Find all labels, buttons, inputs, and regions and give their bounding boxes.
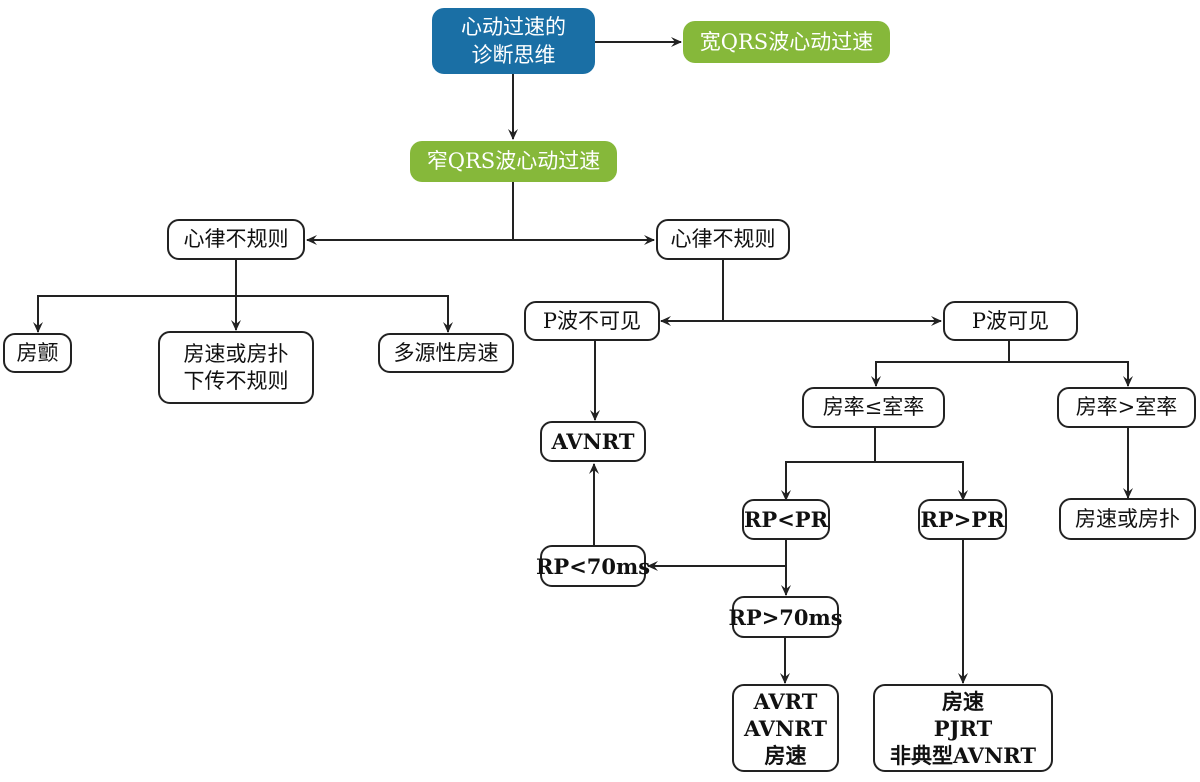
node-label-line: 房速或房扑 <box>1075 506 1180 531</box>
node-label-line: 房率>室率 <box>1075 395 1178 419</box>
avnrt-node: AVNRT <box>540 421 646 462</box>
af-node: 房颤 <box>3 333 72 373</box>
rp-gt-70ms-node: RP>70ms <box>728 596 843 638</box>
node-label-line: RP>PR <box>920 507 1005 532</box>
edge-irr-bar <box>37 295 449 330</box>
rp-gt-pr-node: RP>PR <box>918 499 1007 540</box>
node-label-line: 下传不规则 <box>183 368 289 393</box>
node-label-line: 心动过速的 <box>461 15 566 39</box>
node-label-line: PJRT <box>933 715 993 741</box>
node-label-line: 宽QRS波心动过速 <box>699 29 874 54</box>
rp-lt-70ms-node: RP<70ms <box>536 545 650 587</box>
node-label-line: P波不可见 <box>542 308 642 333</box>
node-label-line: 心律不规则 <box>183 227 289 251</box>
node-label-line: RP<70ms <box>535 553 651 579</box>
regular-rhythm-node: 心律不规则 <box>656 219 790 260</box>
wide-qrs-node: 宽QRS波心动过速 <box>683 21 890 63</box>
node-label-line: 房速或房扑 <box>183 341 289 366</box>
node-label-line: AVRT <box>753 688 818 714</box>
atrial-gt-ventricular-node: 房率>室率 <box>1057 387 1196 428</box>
node-label-line: AVNRT <box>744 715 827 741</box>
node-label-line: 心律不规则 <box>670 227 776 251</box>
node-label-line: 房速 <box>942 688 984 714</box>
node-label-line: AVNRT <box>551 429 635 454</box>
p-visible-node: P波可见 <box>943 301 1078 341</box>
node-label-line: 房速 <box>764 742 807 768</box>
node-label-line: 房率≤室率 <box>822 395 925 419</box>
node-label-line: 房颤 <box>16 340 59 365</box>
at-or-afl-node: 房速或房扑 <box>1059 498 1196 540</box>
atrial-le-ventricular-node: 房率≤室率 <box>802 387 945 428</box>
narrow-qrs-node: 窄QRS波心动过速 <box>410 141 617 182</box>
rp-lt-pr-node: RP<PR <box>742 499 830 540</box>
p-invisible-node: P波不可见 <box>524 301 660 341</box>
node-label-line: 窄QRS波心动过速 <box>426 149 601 173</box>
node-label-line: 诊断思维 <box>471 43 556 67</box>
root-node: 心动过速的诊断思维 <box>432 8 595 74</box>
node-label-line: RP<PR <box>743 507 829 532</box>
node-label-line: P波可见 <box>971 308 1050 333</box>
edge-pvis-bar <box>875 361 1129 384</box>
node-label-line: RP>70ms <box>728 604 843 630</box>
at-afl-irregular-node: 房速或房扑下传不规则 <box>158 331 314 404</box>
irregular-rhythm-node: 心律不规则 <box>167 219 305 260</box>
multifocal-at-node: 多源性房速 <box>378 333 514 373</box>
node-label-line: 非典型AVNRT <box>890 742 1036 768</box>
node-label-line: 多源性房速 <box>393 340 499 365</box>
edge-alev-bar <box>785 461 964 482</box>
